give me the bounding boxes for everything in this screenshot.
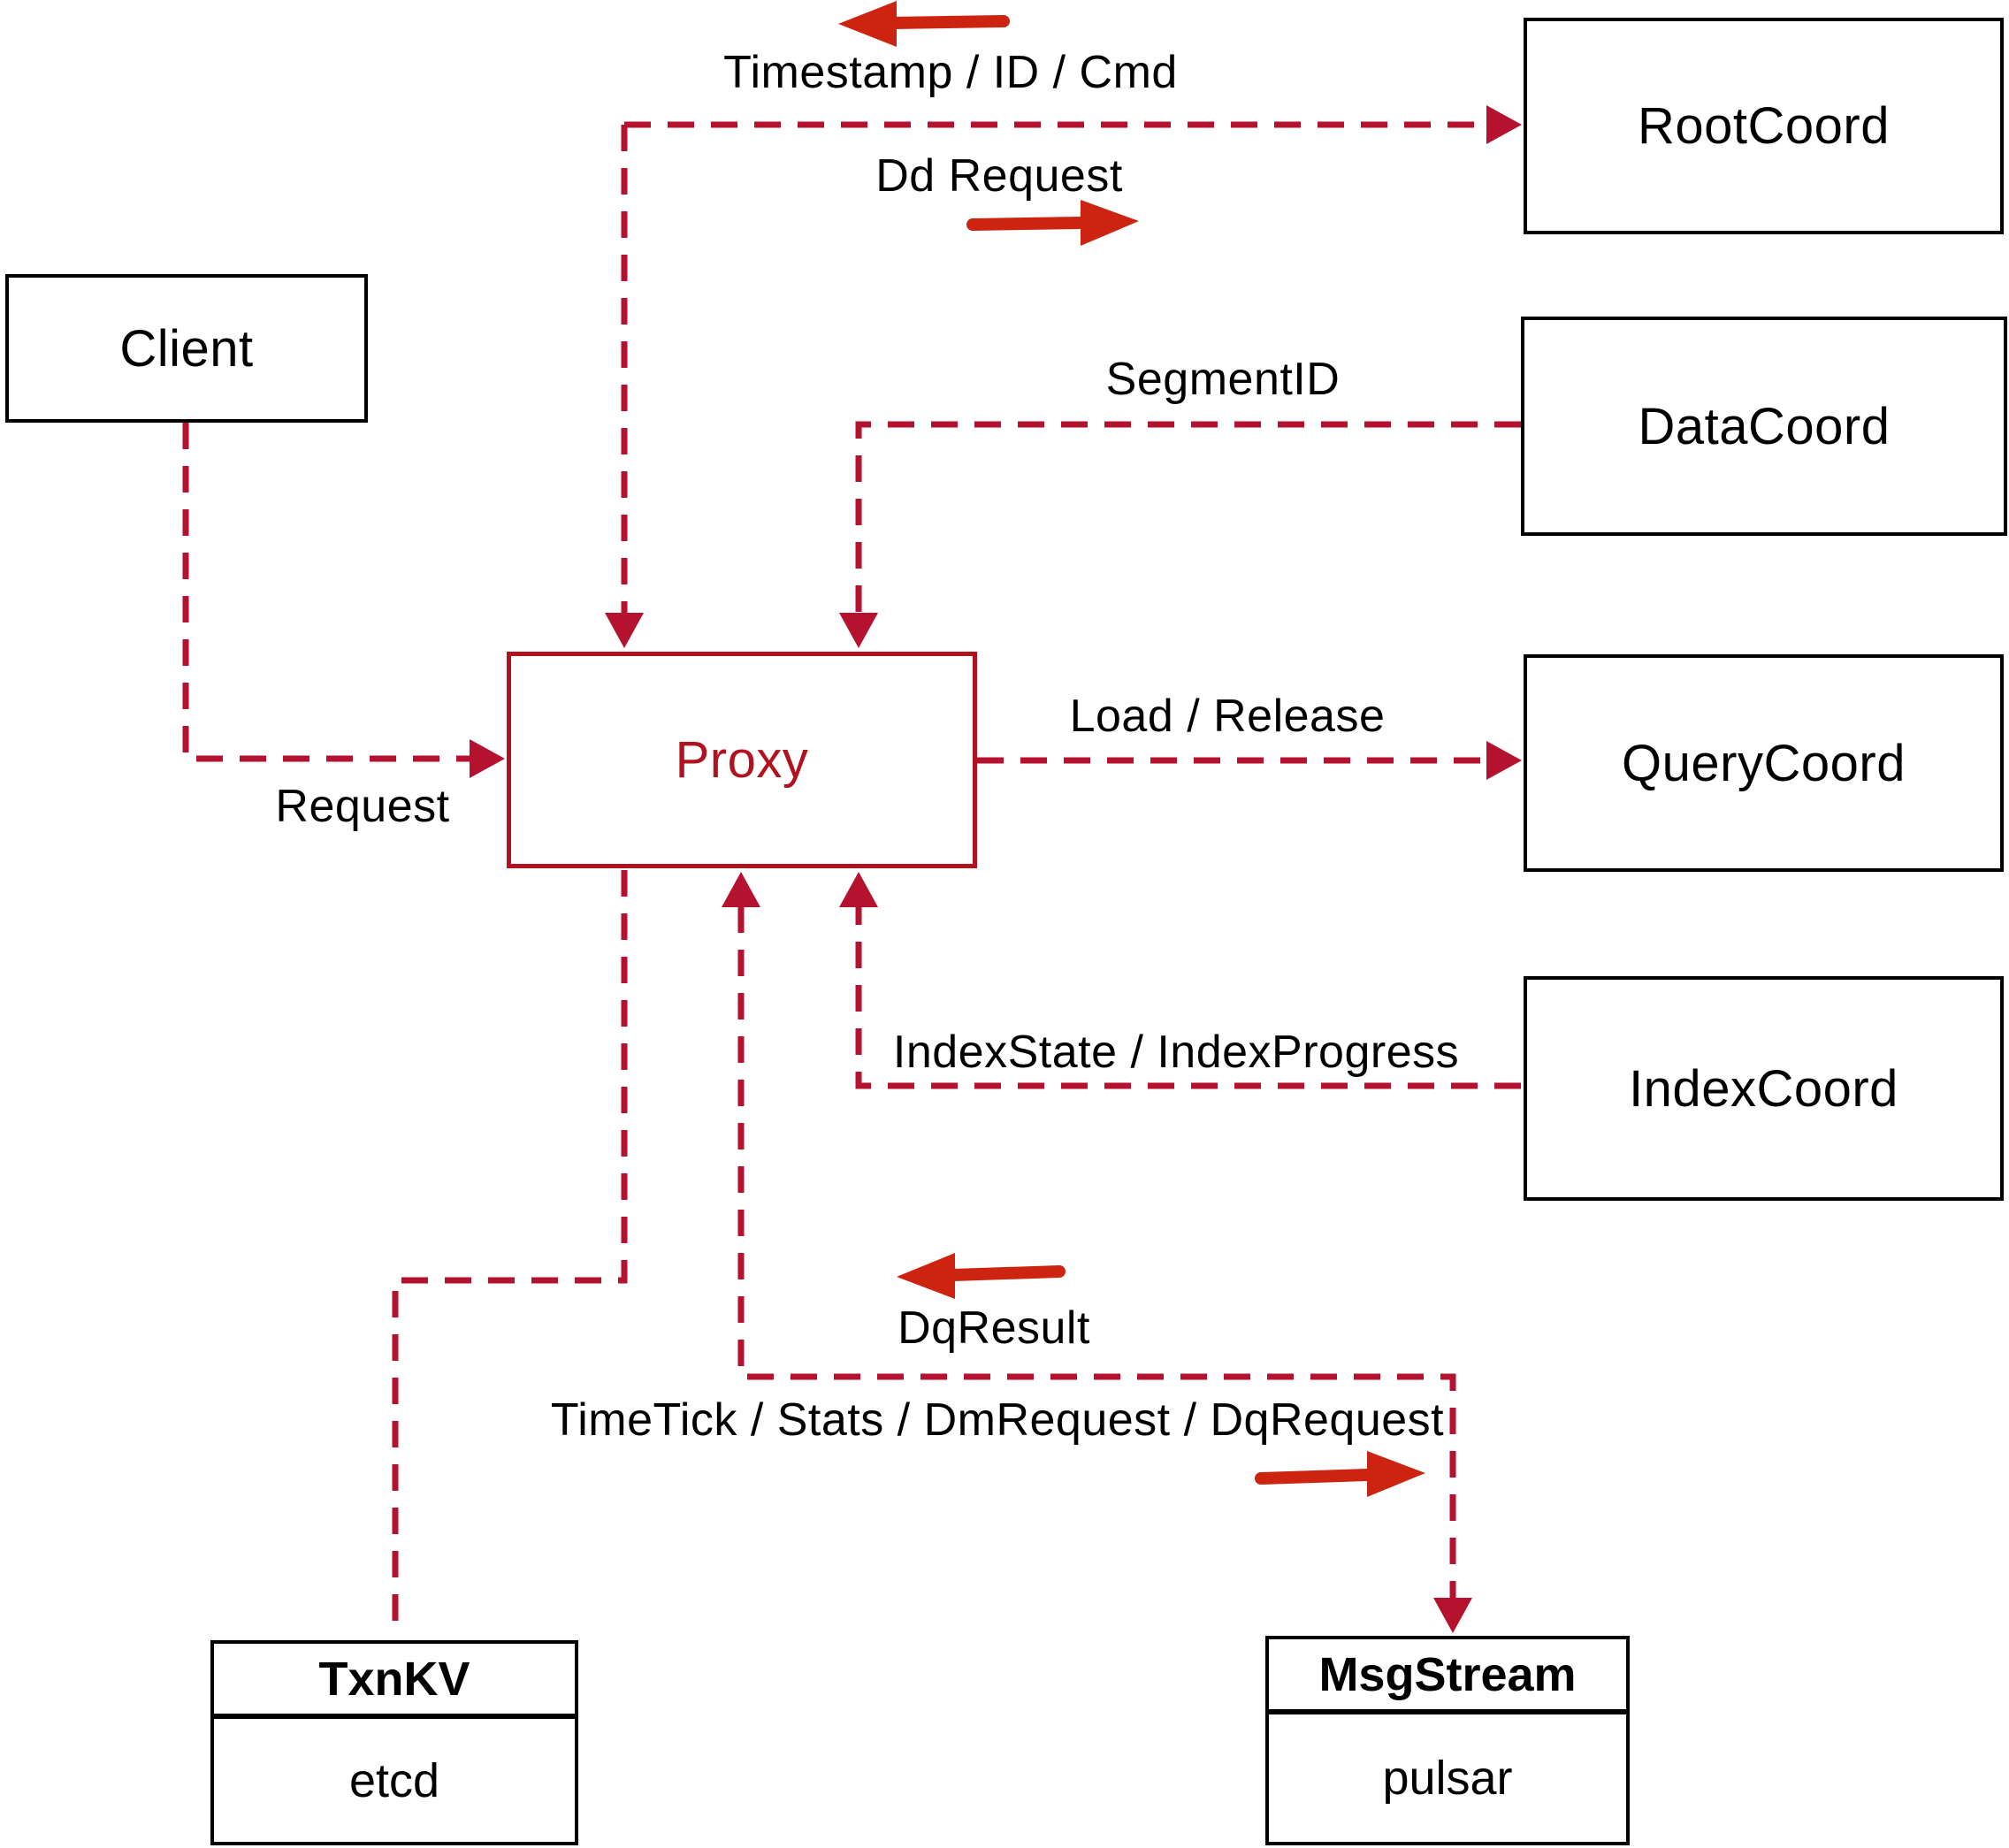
edge-client-to-proxy (182, 423, 471, 762)
node-indexcoord: IndexCoord (1524, 976, 2004, 1201)
arrowhead-into-querycoord (1486, 741, 1522, 780)
label-dq-result: DqResult (898, 1302, 1090, 1354)
direction-arrow-dqresult-shaft (947, 1265, 1066, 1281)
arrowhead-into-proxy-bottom-right (839, 872, 878, 907)
node-txnkv-title: TxnKV (214, 1644, 575, 1719)
label-time-tick: TimeTick / Stats / DmRequest / DqRequest (550, 1394, 1445, 1446)
direction-arrow-timetick-shaft (1255, 1469, 1373, 1485)
node-querycoord-label: QueryCoord (1622, 734, 1906, 792)
label-segment-id: SegmentID (1105, 354, 1341, 405)
label-request: Request (275, 781, 450, 832)
node-txnkv-subtitle: etcd (348, 1753, 440, 1807)
node-client: Client (5, 274, 368, 423)
edge-indexcoord-to-proxy (855, 906, 1521, 1089)
arrowhead-into-proxy-top-left (605, 613, 644, 648)
direction-arrow-dd-request-shaft (966, 217, 1087, 231)
edge-proxy-msgstream (737, 906, 1456, 1599)
label-dd-request: Dd Request (875, 150, 1123, 202)
node-datacoord-label: DataCoord (1638, 397, 1891, 455)
edge-proxy-to-txnkv (392, 870, 628, 1638)
direction-arrow-timestamp-shaft (887, 15, 1010, 29)
arrowhead-client-to-proxy (470, 739, 505, 778)
edge-datacoord-to-proxy (855, 421, 1521, 615)
node-indexcoord-label: IndexCoord (1629, 1059, 1898, 1118)
direction-arrow-timetick-head (1367, 1451, 1425, 1497)
node-msgstream: MsgStream pulsar (1265, 1636, 1630, 1845)
node-msgstream-title: MsgStream (1269, 1639, 1626, 1714)
node-proxy: Proxy (507, 652, 977, 868)
node-querycoord: QueryCoord (1524, 654, 2004, 872)
arrowhead-into-rootcoord (1486, 105, 1522, 144)
label-load-release: Load / Release (1069, 691, 1386, 742)
arrowhead-into-msgstream (1433, 1598, 1472, 1633)
node-msgstream-subtitle: pulsar (1382, 1752, 1513, 1805)
direction-arrow-dqresult-head (897, 1253, 955, 1299)
node-datacoord: DataCoord (1521, 317, 2007, 536)
direction-arrow-dd-request-head (1081, 200, 1139, 246)
node-rootcoord: RootCoord (1524, 18, 2004, 234)
node-proxy-label: Proxy (675, 731, 809, 789)
node-txnkv: TxnKV etcd (210, 1640, 578, 1845)
arrowhead-into-proxy-top-right (839, 613, 878, 648)
node-rootcoord-label: RootCoord (1638, 97, 1890, 155)
direction-arrow-timestamp-head (838, 1, 897, 47)
label-index-state: IndexState / IndexProgress (892, 1027, 1460, 1078)
node-client-label: Client (119, 319, 254, 378)
label-timestamp-id-cmd: Timestamp / ID / Cmd (723, 47, 1178, 98)
arrowhead-into-proxy-bottom-left (722, 872, 760, 907)
